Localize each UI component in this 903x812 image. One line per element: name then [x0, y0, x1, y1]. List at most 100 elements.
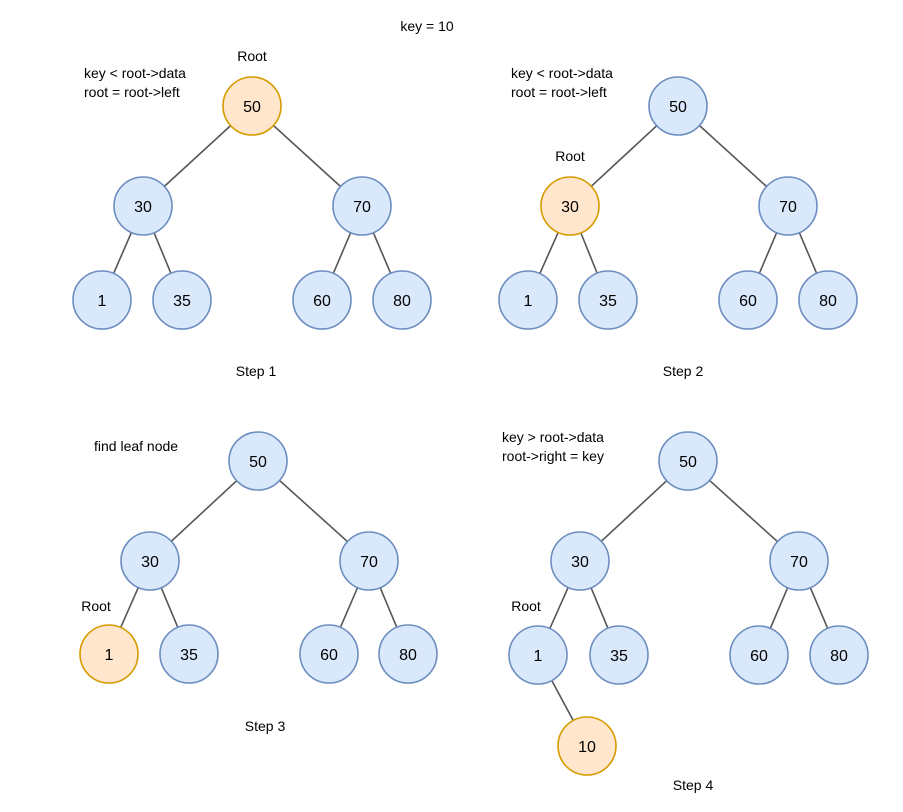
edge-30-35	[590, 587, 609, 629]
node-label: 60	[750, 648, 768, 665]
node-label: 70	[779, 199, 797, 216]
node-30: 30	[540, 176, 600, 236]
node-label: 80	[819, 293, 837, 310]
node-60: 60	[292, 270, 352, 330]
node-60: 60	[718, 270, 778, 330]
node-80: 80	[378, 624, 438, 684]
node-circle	[658, 431, 718, 491]
edge-50-30	[600, 480, 668, 542]
node-label: 80	[399, 647, 417, 664]
node-circle	[648, 76, 708, 136]
annotation-line: key < root->data	[84, 65, 186, 81]
edge-70-60	[758, 232, 778, 274]
node-circle	[798, 270, 858, 330]
node-1: 1	[498, 270, 558, 330]
node-circle	[159, 624, 219, 684]
node-70: 70	[339, 531, 399, 591]
node-circle	[332, 176, 392, 236]
node-50: 50	[648, 76, 708, 136]
edge-70-60	[769, 587, 789, 629]
edge-30-35	[153, 232, 172, 274]
node-50: 50	[222, 76, 282, 136]
step-panel-1: 50 30 70 1 35 60 80 key < root->data root = root…	[72, 48, 432, 379]
node-circle	[299, 624, 359, 684]
node-label: 30	[561, 199, 579, 216]
node-1: 1	[72, 270, 132, 330]
edge-70-80	[379, 587, 398, 628]
edge-50-70	[709, 479, 778, 543]
node-circle	[589, 625, 649, 685]
node-label: 1	[524, 293, 533, 310]
edge-70-80	[798, 232, 818, 274]
node-10: 10	[557, 716, 617, 776]
node-circle	[372, 270, 432, 330]
edge-70-80	[372, 232, 392, 274]
edge-30-35	[160, 587, 179, 628]
node-circle	[228, 431, 288, 491]
node-label: 10	[578, 739, 596, 756]
edge-30-1	[112, 232, 133, 274]
node-circle	[339, 531, 399, 591]
node-circle	[113, 176, 173, 236]
node-label: 1	[105, 647, 114, 664]
node-label: 35	[173, 293, 191, 310]
node-label: 35	[610, 648, 628, 665]
annotation-line: root = root->left	[511, 84, 607, 100]
node-label: 80	[393, 293, 411, 310]
node-circle	[152, 270, 212, 330]
edge-50-70	[279, 479, 348, 543]
highlighted-node-circle	[540, 176, 600, 236]
node-35: 35	[159, 624, 219, 684]
diagram-title: key = 10	[400, 18, 454, 34]
node-circle	[292, 270, 352, 330]
edge-1-10	[551, 680, 574, 721]
root-pointer-label: Root	[511, 598, 541, 614]
node-label: 30	[134, 199, 152, 216]
node-label: 1	[534, 648, 543, 665]
highlighted-node-circle	[79, 624, 139, 684]
node-circle	[498, 270, 558, 330]
edge-70-80	[809, 587, 829, 629]
edge-50-30	[590, 125, 658, 187]
node-circle	[809, 625, 869, 685]
node-circle	[758, 176, 818, 236]
node-circle	[769, 531, 829, 591]
node-label: 70	[353, 199, 371, 216]
edge-30-35	[580, 232, 598, 274]
node-60: 60	[729, 625, 789, 685]
root-pointer-label: Root	[237, 48, 267, 64]
edge-50-30	[163, 125, 232, 187]
node-35: 35	[578, 270, 638, 330]
node-circle	[550, 531, 610, 591]
node-label: 60	[313, 293, 331, 310]
node-35: 35	[589, 625, 649, 685]
node-50: 50	[228, 431, 288, 491]
node-1: 1	[508, 625, 568, 685]
node-label: 30	[141, 554, 159, 571]
edge-50-30	[170, 480, 238, 542]
edge-30-1	[539, 232, 559, 274]
node-label: 50	[679, 454, 697, 471]
root-pointer-label: Root	[81, 598, 111, 614]
node-60: 60	[299, 624, 359, 684]
node-80: 80	[809, 625, 869, 685]
node-50: 50	[658, 431, 718, 491]
node-circle	[120, 531, 180, 591]
node-circle	[578, 270, 638, 330]
annotation-line: root = root->left	[84, 84, 180, 100]
node-label: 50	[249, 454, 267, 471]
edge-50-70	[698, 124, 768, 188]
highlighted-node-circle	[222, 76, 282, 136]
node-70: 70	[769, 531, 829, 591]
step-label: Step 3	[245, 718, 286, 734]
node-35: 35	[152, 270, 212, 330]
node-circle	[378, 624, 438, 684]
edge-30-1	[119, 587, 140, 628]
node-label: 80	[830, 648, 848, 665]
node-label: 60	[320, 647, 338, 664]
node-label: 35	[180, 647, 198, 664]
node-label: 70	[360, 554, 378, 571]
edge-30-1	[549, 587, 569, 629]
